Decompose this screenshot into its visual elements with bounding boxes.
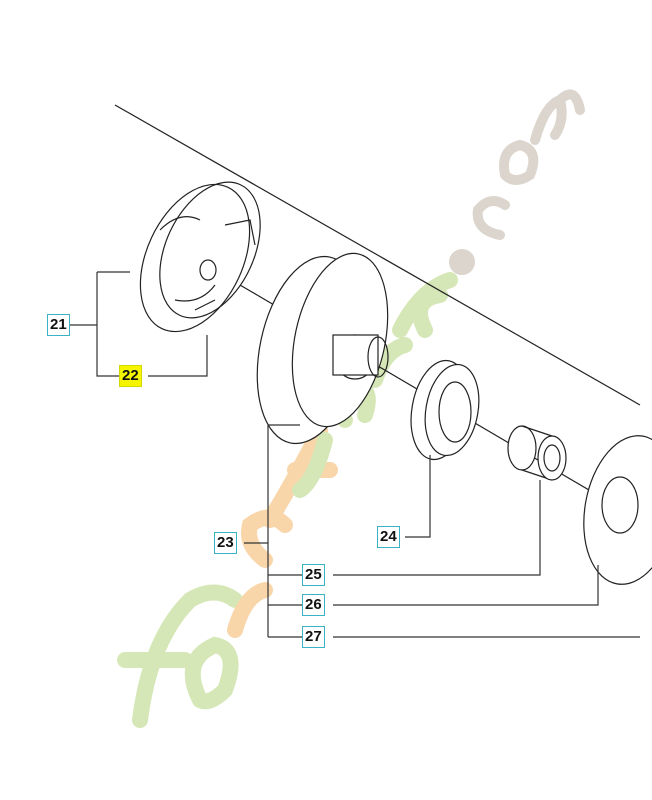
callout-27[interactable]: 27 <box>302 626 325 648</box>
washer-part <box>583 435 652 585</box>
callout-26[interactable]: 26 <box>302 594 325 616</box>
rim-sprocket-part <box>410 359 480 461</box>
watermark-logo <box>117 89 585 728</box>
axis-line <box>114 104 641 406</box>
callout-23[interactable]: 23 <box>214 532 237 554</box>
clutch-part <box>139 181 261 333</box>
callout-25[interactable]: 25 <box>302 564 325 586</box>
needle-bearing-part <box>507 425 567 481</box>
leader-lines <box>66 271 640 638</box>
clutch-drum-part <box>256 252 389 445</box>
callout-24[interactable]: 24 <box>377 526 400 548</box>
callout-21[interactable]: 21 <box>47 314 70 336</box>
callout-22-highlighted[interactable]: 22 <box>119 365 142 387</box>
